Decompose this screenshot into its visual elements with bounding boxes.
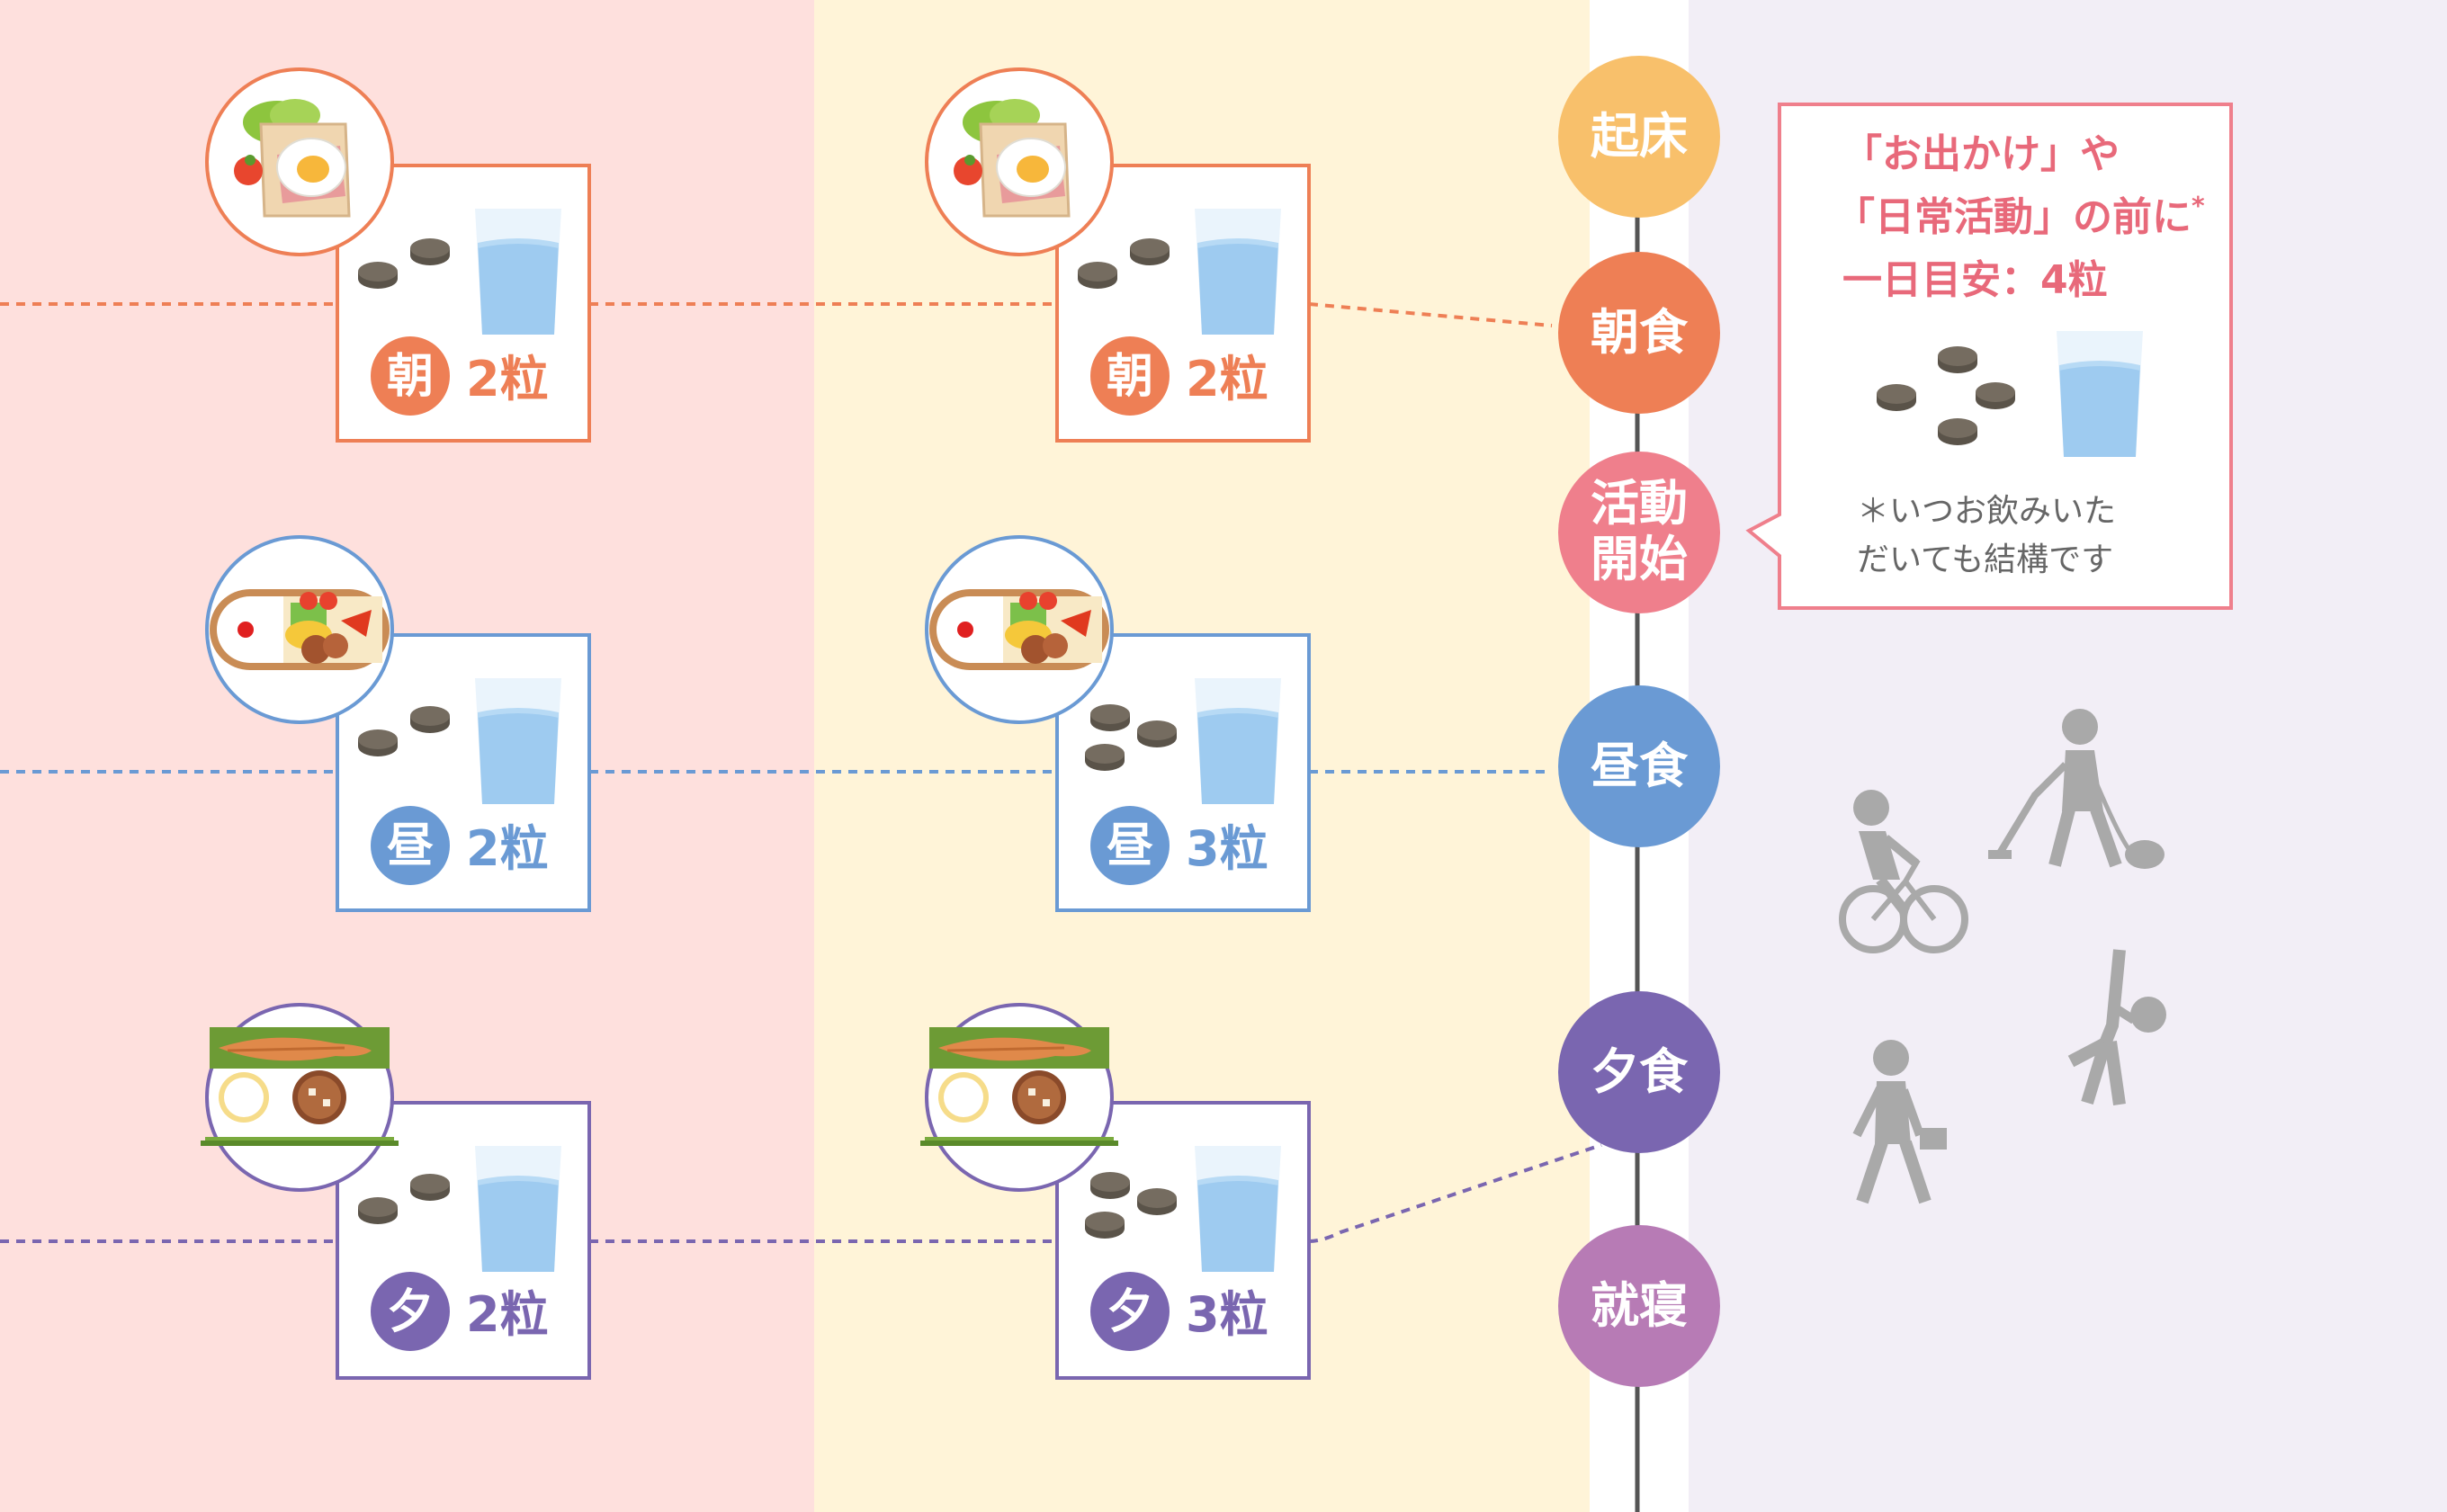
svg-text:昼食: 昼食	[1591, 738, 1689, 794]
timeline-event-dinner: 夕食	[1558, 991, 1720, 1153]
dose-amount: 2粒	[466, 351, 549, 407]
dose-card-col2-dinner: 夕 3粒	[1055, 1101, 1311, 1380]
meal-badge-label: 夕	[1107, 1285, 1153, 1339]
timeline-event-breakfast: 朝食	[1558, 252, 1720, 414]
meal-badge-breakfast	[1090, 336, 1170, 416]
dose-amount: 2粒	[1186, 351, 1268, 407]
dose-amount: 3粒	[1186, 1286, 1268, 1343]
stretching-person-icon	[2067, 949, 2166, 1105]
dose-card-col1-lunch: 昼 2粒	[336, 633, 591, 912]
food-icon-col1-dinner	[199, 1003, 400, 1192]
meal-badge-label: 夕	[387, 1285, 434, 1339]
meal-badge-breakfast	[371, 336, 450, 416]
dose-amount: 2粒	[466, 820, 549, 877]
svg-text:朝食: 朝食	[1591, 304, 1689, 361]
callout-line3: 一日目安：4粒	[1842, 257, 2108, 303]
food-icon-col1-breakfast	[205, 67, 394, 256]
food-icon-col1-lunch	[205, 535, 394, 724]
meal-badge-label: 朝	[387, 350, 434, 404]
meal-badge-lunch	[371, 806, 450, 885]
timeline-event-lunch: 昼食	[1558, 685, 1720, 847]
food-icon-col2-breakfast	[925, 67, 1114, 256]
timeline-event-bedtime: 就寝	[1558, 1225, 1720, 1387]
food-icon-col2-dinner	[919, 1003, 1120, 1192]
callout-note-line1: ＊いつお飲みいた	[1857, 493, 2116, 530]
cyclist-icon	[1839, 790, 1968, 953]
activity-label-line1: 活動	[1591, 475, 1688, 532]
svg-text:就寝: 就寝	[1591, 1277, 1688, 1334]
meal-badge-label: 昼	[1107, 819, 1153, 873]
timeline-event-activity-start: 活動 開始	[1558, 452, 1720, 613]
dose-card-col1-dinner: 夕 2粒	[336, 1101, 591, 1380]
meal-badge-dinner	[371, 1272, 450, 1351]
callout-line2: 「日常活動」の前に*	[1835, 191, 2205, 240]
food-icon-col2-lunch	[925, 535, 1114, 724]
callout-line1: 「お出かけ」や	[1842, 131, 2120, 177]
breakfast-connector	[0, 302, 1553, 327]
meal-badge-dinner	[1090, 1272, 1170, 1351]
walking-businessperson-icon	[1852, 1040, 1947, 1204]
meal-badge-lunch	[1090, 806, 1170, 885]
dose-card-col2-lunch: 昼 3粒	[1055, 633, 1311, 912]
callout-note-line2: だいても結構です	[1857, 541, 2113, 578]
activity-label-line2: 開始	[1591, 531, 1688, 587]
dose-amount: 2粒	[466, 1286, 549, 1343]
dose-amount: 3粒	[1186, 820, 1268, 877]
dinner-connector	[0, 1143, 1602, 1243]
timeline-event-wake: 起床	[1558, 56, 1720, 218]
meal-badge-label: 朝	[1107, 350, 1153, 404]
meal-badge-label: 昼	[387, 819, 434, 873]
vacuuming-person-icon	[1988, 709, 2165, 869]
svg-text:夕食: 夕食	[1591, 1043, 1689, 1100]
svg-text:起床: 起床	[1591, 108, 1688, 165]
activity-callout: 「お出かけ」や 「日常活動」の前に* 一日目安：4粒 ＊いつお飲みいた だいても…	[1745, 103, 2233, 610]
